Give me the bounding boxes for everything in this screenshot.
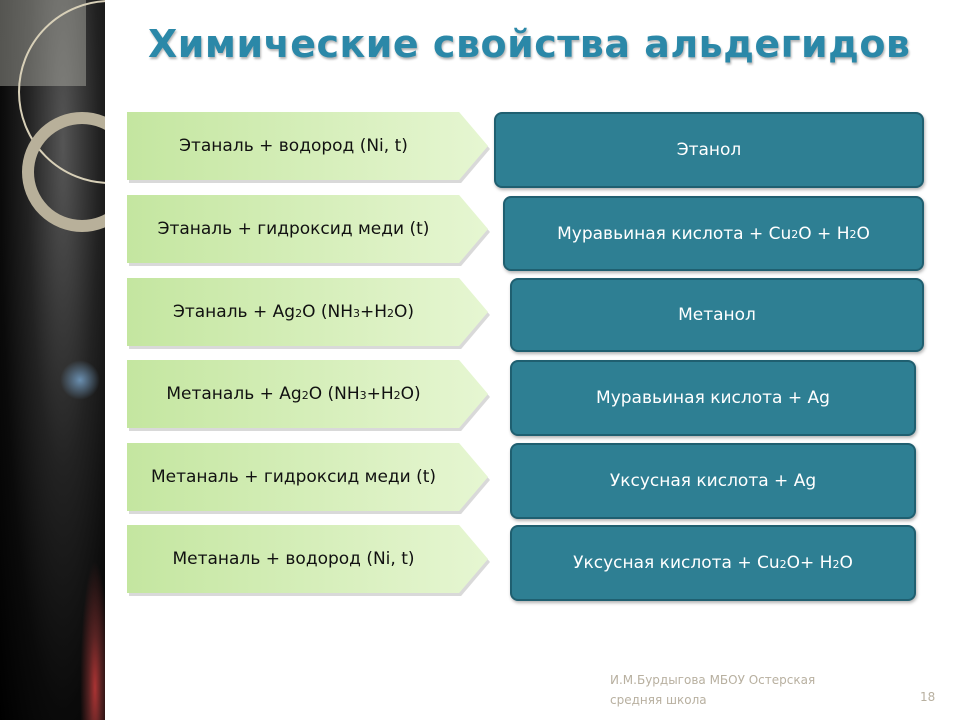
subscript: 3 (352, 306, 360, 320)
reactant-arrow: Этаналь + гидроксид меди (t) (127, 195, 488, 263)
text-segment: O (NH (302, 302, 353, 322)
slide-title: Химические свойства альдегидов (148, 22, 911, 66)
reactant-arrow: Метаналь + водород (Ni, t) (127, 525, 488, 593)
text-segment: Уксусная кислота + Cu (573, 553, 780, 573)
product-box: Муравьиная кислота + Ag (510, 360, 916, 436)
decorative-side-image (0, 0, 105, 720)
text-segment: Метаналь + водород (Ni, t) (172, 549, 415, 569)
text-segment: Этаналь + гидроксид меди (t) (157, 219, 430, 239)
product-box: Метанол (510, 278, 924, 352)
text-segment: Уксусная кислота + Ag (609, 471, 817, 491)
text-segment: O (839, 553, 853, 573)
decor-glow (60, 360, 100, 400)
text-segment: O + H (798, 223, 850, 244)
text-segment: Этаналь + Ag (172, 302, 296, 322)
text-segment: O (856, 223, 870, 244)
subscript: 2 (295, 306, 303, 320)
footer-author: И.М.Бурдыгова МБОУ Остерская средняя шко… (610, 673, 816, 707)
reactant-arrow: Этаналь + водород (Ni, t) (127, 112, 488, 180)
page-number: 18 (920, 690, 936, 704)
text-segment: Муравьиная кислота + Cu (557, 223, 792, 244)
subscript: 2 (832, 557, 840, 571)
text-segment: +H (366, 384, 394, 404)
subscript: 2 (387, 306, 395, 320)
text-segment: Метаналь + гидроксид меди (t) (150, 467, 437, 487)
subscript: 2 (849, 228, 857, 241)
text-segment: O+ H (786, 553, 833, 573)
text-segment: Метанол (678, 305, 756, 325)
reactant-arrow: Метаналь + гидроксид меди (t) (127, 443, 488, 511)
text-segment: O) (394, 302, 415, 322)
text-segment: Этаналь + водород (Ni, t) (179, 136, 408, 156)
subscript: 2 (393, 388, 401, 402)
subscript: 2 (791, 228, 799, 241)
text-segment: +H (359, 302, 388, 322)
text-segment: Этанол (676, 140, 742, 160)
text-segment: O (NH (308, 384, 360, 404)
subscript: 2 (779, 557, 787, 571)
product-box: Уксусная кислота + Ag (510, 443, 916, 519)
product-box: Этанол (494, 112, 924, 188)
subscript: 3 (359, 388, 367, 402)
subscript: 2 (301, 388, 309, 402)
text-segment: Муравьиная кислота + Ag (596, 388, 830, 408)
text-segment: Метаналь + Ag (166, 384, 302, 404)
decor-flame (80, 560, 105, 720)
text-segment: O) (400, 384, 421, 404)
